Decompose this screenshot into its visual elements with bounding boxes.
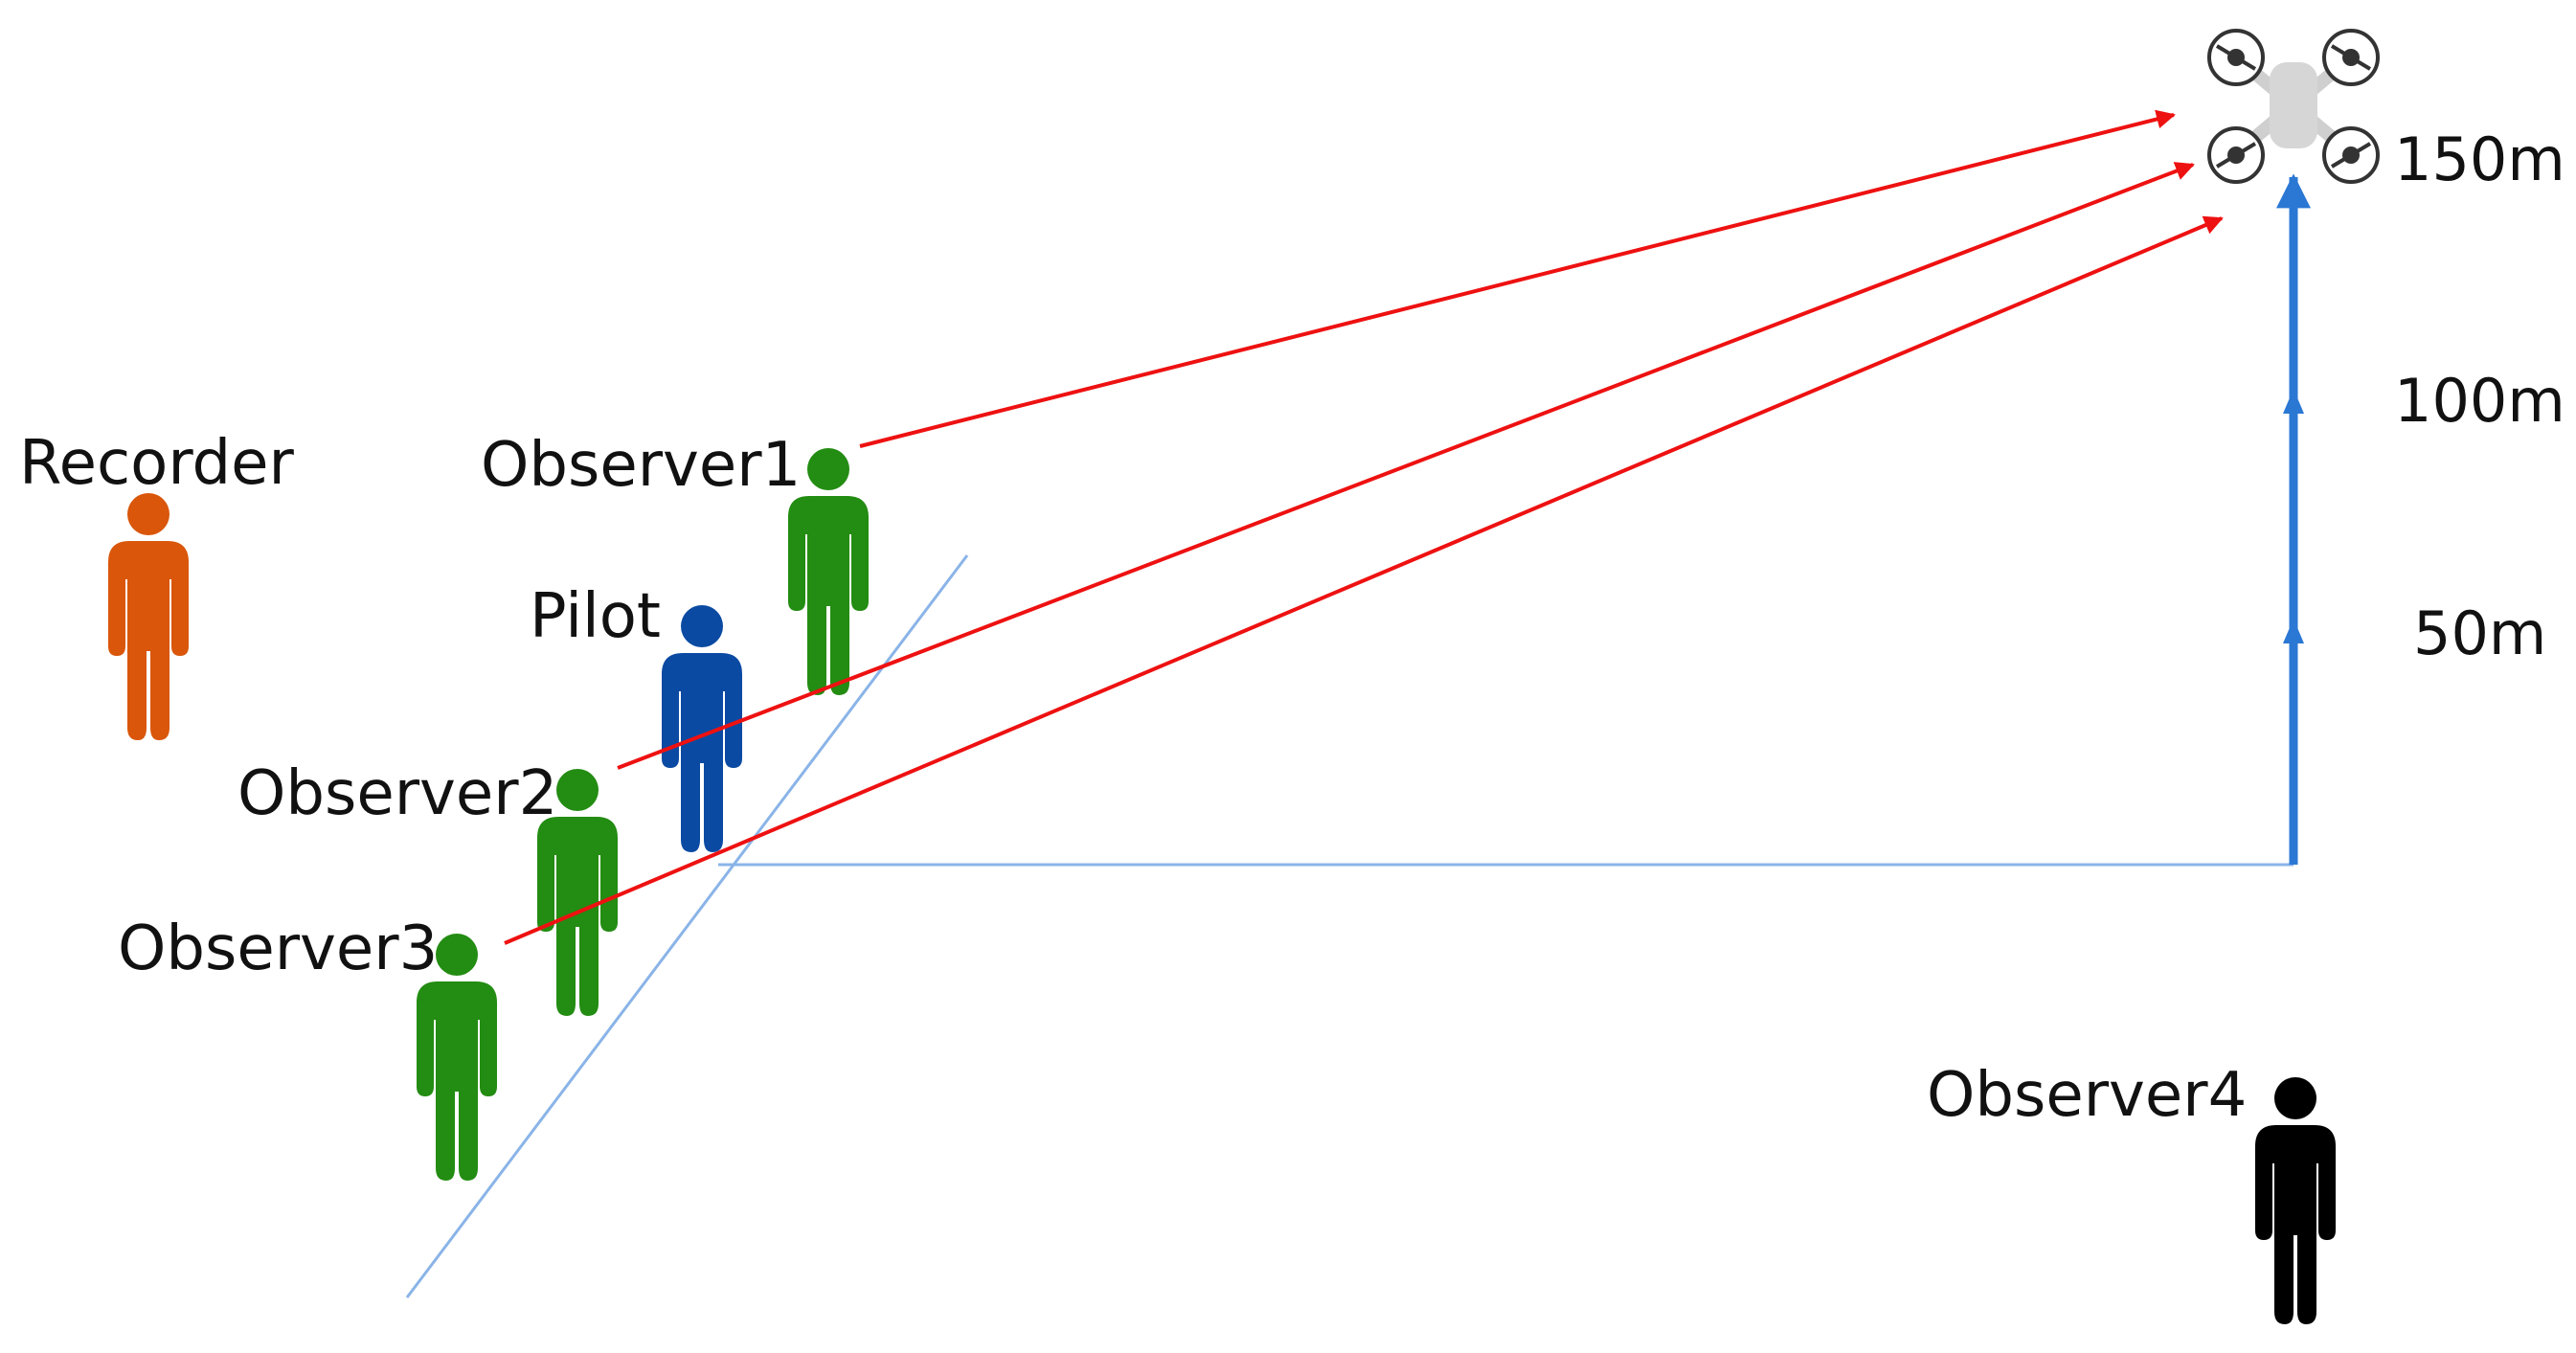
observer2-label: Observer2 bbox=[237, 758, 557, 829]
person-pilot bbox=[662, 605, 742, 852]
drone-rotor-hubs bbox=[2227, 49, 2360, 164]
person-observer4 bbox=[2255, 1077, 2336, 1324]
sight-lines bbox=[504, 109, 2224, 945]
observer1-label: Observer1 bbox=[481, 430, 801, 501]
pilot-icon bbox=[662, 605, 742, 852]
person-recorder bbox=[108, 493, 189, 740]
altitude-tick-100 bbox=[2283, 389, 2304, 414]
altitude-label-100: 100m bbox=[2394, 366, 2565, 436]
sight-line-observer3 bbox=[504, 215, 2224, 945]
altitude-tick-50 bbox=[2283, 619, 2304, 643]
altitude-axis: 50m 100m 150m bbox=[2276, 124, 2565, 865]
ground-lines bbox=[405, 554, 2294, 1298]
sight-line-observer2 bbox=[617, 162, 2195, 770]
diagonal-ground-line bbox=[405, 554, 969, 1298]
recorder-icon bbox=[108, 493, 189, 740]
observer4-icon bbox=[2255, 1077, 2336, 1324]
observer4-label: Observer4 bbox=[1927, 1060, 2247, 1131]
pilot-label: Pilot bbox=[530, 581, 661, 652]
sight-line-observer1 bbox=[859, 109, 2176, 448]
altitude-label-150: 150m bbox=[2394, 124, 2565, 194]
altitude-label-50: 50m bbox=[2413, 598, 2546, 668]
recorder-label: Recorder bbox=[19, 428, 295, 499]
drone-icon bbox=[2207, 29, 2380, 184]
observer3-label: Observer3 bbox=[118, 913, 438, 984]
drone-body bbox=[2270, 62, 2317, 148]
